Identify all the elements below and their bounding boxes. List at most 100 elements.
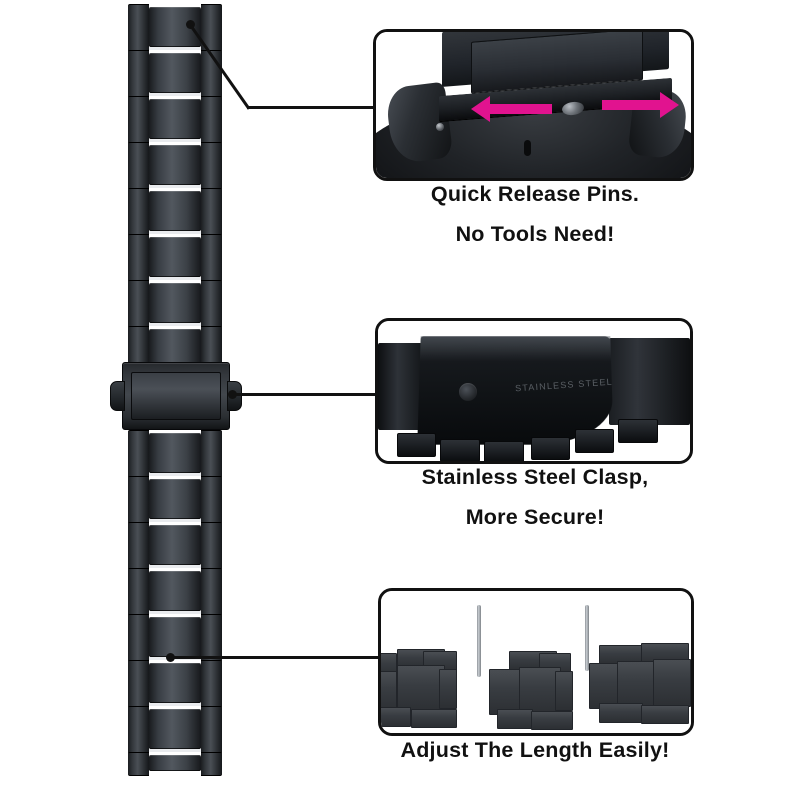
band-link-side-right xyxy=(201,142,222,190)
lug-screw xyxy=(435,122,444,131)
clasp-small-link xyxy=(618,419,658,444)
band-link-side-right xyxy=(201,660,222,708)
clasp-small-link xyxy=(396,433,437,458)
band-link-side-right xyxy=(201,614,222,662)
leader-line-quick-release-horizontal xyxy=(247,106,375,109)
band-link xyxy=(128,660,222,708)
band-link xyxy=(128,476,222,524)
band-link-side-left xyxy=(128,522,149,570)
adjustment-pin-1 xyxy=(477,605,481,677)
leader-line-adjust-length xyxy=(171,656,381,659)
caption-quick-release-line2: No Tools Need! xyxy=(455,222,615,246)
clasp-logo-icon xyxy=(459,382,478,401)
watch-case-hole xyxy=(524,140,532,157)
link-group-2 xyxy=(489,595,581,733)
band-link-side-left xyxy=(128,142,149,190)
clasp-small-link xyxy=(484,441,524,461)
arrow-right-shaft xyxy=(602,100,660,110)
leader-dot-clasp xyxy=(228,390,237,399)
band-link xyxy=(128,522,222,570)
band-link-side-left xyxy=(128,660,149,708)
clasp-end-link-left xyxy=(378,343,422,431)
band-link-side-left xyxy=(128,476,149,524)
band-link-center xyxy=(149,479,201,519)
clasp-small-link xyxy=(530,437,571,461)
callout-adjust-length xyxy=(378,588,694,736)
leader-line-clasp xyxy=(233,393,378,396)
band-link-side-left xyxy=(128,188,149,236)
band-link-center xyxy=(149,191,201,231)
clasp-end-link-right xyxy=(608,337,690,425)
clasp-small-link xyxy=(440,438,480,461)
band-link-side-left xyxy=(128,50,149,98)
band-link-center xyxy=(149,145,201,185)
band-clasp-plate xyxy=(131,372,221,420)
caption-adjust-length: Adjust The Length Easily! xyxy=(400,738,670,762)
link-block xyxy=(497,709,533,729)
clasp-small-link xyxy=(574,428,614,454)
clasp-pusher-left xyxy=(110,381,125,411)
band-link xyxy=(128,614,222,662)
link-block xyxy=(411,709,457,728)
link-group-1 xyxy=(381,591,469,733)
clasp-highlight xyxy=(419,336,612,362)
band-link-side-right xyxy=(201,752,222,776)
band-link-center xyxy=(149,433,201,473)
band-link-center xyxy=(149,755,201,771)
band-link-center xyxy=(149,53,201,93)
band-link-center xyxy=(149,237,201,277)
band-link-center xyxy=(149,99,201,139)
band-link-side-right xyxy=(201,706,222,754)
link-block xyxy=(531,711,573,730)
band-link-gap xyxy=(149,139,201,142)
band-link-end xyxy=(128,752,222,776)
band-link-gap xyxy=(149,47,201,50)
leader-dot-adjust-length xyxy=(166,653,175,662)
band-link-center xyxy=(149,571,201,611)
band-link xyxy=(128,188,222,236)
band-link-gap xyxy=(149,611,201,614)
band-link-side-left xyxy=(128,752,149,776)
band-link-gap xyxy=(149,231,201,234)
photo-adjust-length xyxy=(381,591,691,733)
band-link-center xyxy=(149,709,201,749)
band-link-center xyxy=(149,283,201,323)
link-block xyxy=(653,659,691,707)
band-link-gap xyxy=(149,323,201,326)
band-link-center xyxy=(149,663,201,703)
band-clasp xyxy=(110,362,242,430)
band-link xyxy=(128,142,222,190)
caption-clasp-line2: More Secure! xyxy=(465,505,605,529)
caption-quick-release-line1: Quick Release Pins. xyxy=(430,182,640,206)
photo-quick-release xyxy=(376,32,691,178)
band-link-gap xyxy=(149,749,201,752)
band-link-side-left xyxy=(128,234,149,282)
band-link-gap xyxy=(149,473,201,476)
band-link-side-right xyxy=(201,96,222,144)
band-link xyxy=(128,234,222,282)
band-link-side-left xyxy=(128,430,149,478)
link-block xyxy=(555,671,573,711)
band-link xyxy=(128,568,222,616)
arrow-left-shaft xyxy=(490,104,552,114)
band-link-gap xyxy=(149,93,201,96)
band-link-gap xyxy=(149,703,201,706)
band-link-side-left xyxy=(128,96,149,144)
band-link xyxy=(128,4,222,52)
band-link-gap xyxy=(149,565,201,568)
band-link-side-left xyxy=(128,706,149,754)
band-link-side-right xyxy=(201,234,222,282)
link-block xyxy=(617,661,657,709)
arrow-right-head xyxy=(660,92,679,118)
band-link-side-right xyxy=(201,568,222,616)
band-link xyxy=(128,706,222,754)
band-link-gap xyxy=(149,519,201,522)
caption-clasp-line1: Stainless Steel Clasp, xyxy=(421,465,649,489)
arrow-left-head xyxy=(471,96,490,122)
link-block xyxy=(599,703,643,723)
band-link-center xyxy=(149,525,201,565)
adjustment-pin-2 xyxy=(585,605,589,671)
band-link-side-right xyxy=(201,522,222,570)
link-block xyxy=(381,707,411,727)
